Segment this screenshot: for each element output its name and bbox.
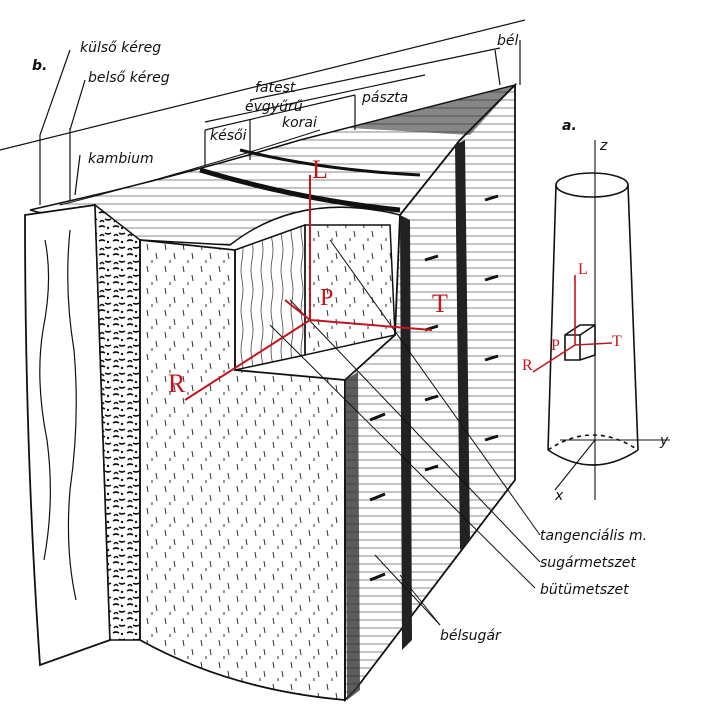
leader-lines xyxy=(269,239,541,626)
axis-T-label: T xyxy=(432,289,448,318)
dimension-lines xyxy=(0,19,526,205)
label-belso-kereg: belső kéreg xyxy=(88,70,170,86)
figure-b-letter: b. xyxy=(32,58,47,74)
label-korai: korai xyxy=(282,115,317,131)
label-keso: késői xyxy=(210,128,247,144)
log-cylinder xyxy=(547,140,670,500)
label-evgyuru: évgyűrű xyxy=(245,99,303,115)
coord-y-label: y xyxy=(659,433,669,449)
log-axis-P-label: P xyxy=(551,337,560,354)
label-kambium: kambium xyxy=(88,151,154,167)
figure-a-letter: a. xyxy=(562,118,577,134)
label-tangencialis: tangenciális m. xyxy=(540,528,647,544)
label-bel: bél xyxy=(497,33,519,49)
axes-b xyxy=(184,175,433,401)
coord-x-label: x xyxy=(554,488,564,504)
coord-z-label: z xyxy=(599,138,608,154)
label-paszta: pászta xyxy=(361,90,408,106)
label-sugarmetszet: sugármetszet xyxy=(540,555,636,571)
axis-P-label: P xyxy=(320,285,333,311)
label-belsugar: bélsugár xyxy=(440,628,502,644)
axes-a xyxy=(532,275,613,373)
label-butumetszet: bütümetszet xyxy=(540,582,629,598)
log-axis-R-label: R xyxy=(522,357,533,374)
axis-L-label: L xyxy=(312,155,328,184)
wood-block xyxy=(24,82,518,703)
axis-R-label: R xyxy=(168,369,186,398)
notch-face xyxy=(234,223,306,371)
label-fatest: fatest xyxy=(255,80,296,96)
log-axis-L-label: L xyxy=(578,261,588,278)
label-kulso-kereg: külső kéreg xyxy=(80,40,161,56)
log-axis-T-label: T xyxy=(612,333,622,350)
